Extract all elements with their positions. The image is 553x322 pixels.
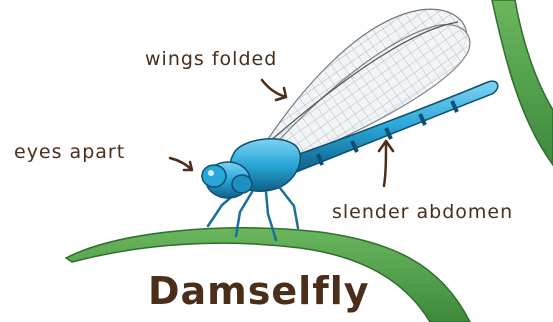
label-slender-abdomen: slender abdomen — [332, 201, 513, 223]
grass-blade — [492, 0, 553, 165]
eyes-arrow — [170, 158, 192, 170]
label-wings-folded: wings folded — [145, 48, 277, 70]
wings-arrow — [262, 80, 286, 100]
eye-right — [232, 175, 252, 193]
diagram-title: Damselfly — [148, 269, 370, 313]
eye-left — [202, 165, 226, 187]
label-eyes-apart: eyes apart — [14, 141, 125, 163]
abdomen-arrow — [379, 141, 393, 186]
head — [202, 162, 252, 198]
